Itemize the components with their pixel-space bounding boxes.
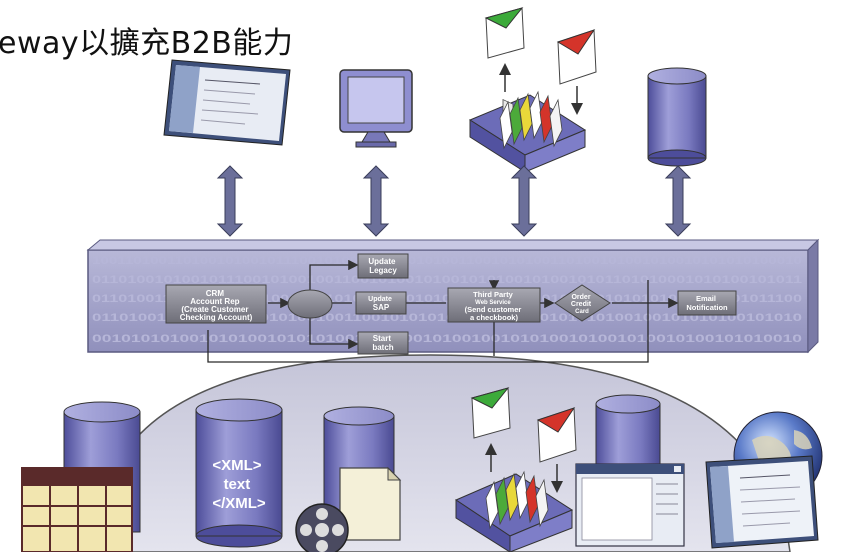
binary-pattern-line: 0010101010010101001010101001010100101001… xyxy=(92,333,802,345)
double-arrow xyxy=(510,165,538,237)
application-window-icon xyxy=(575,463,685,547)
page-title: eway以擴充B2B能力 xyxy=(0,26,294,61)
film-reel-icon xyxy=(295,503,349,552)
spreadsheet-icon xyxy=(21,467,133,552)
message-queue-icon-bottom xyxy=(454,387,577,552)
double-arrow xyxy=(664,165,692,237)
binary-pattern-line: 0110100101001011100101001001100101001010… xyxy=(92,274,802,286)
web-browser-icon xyxy=(163,59,291,146)
double-arrow xyxy=(362,165,390,237)
svg-text:Order Credit Card: Order Credit Card xyxy=(571,294,593,315)
message-queue-icon-top xyxy=(468,7,597,173)
svg-text:Start batch: Start batch xyxy=(372,334,393,352)
svg-text:Third Party Web Service: Third Party Web Service (Send customer a… xyxy=(465,290,524,322)
node-start-batch: Start batch xyxy=(357,331,409,355)
node-decision-split xyxy=(287,289,333,319)
binary-pattern-line: 0110100101010010100101001001100101010101… xyxy=(92,312,802,324)
node-third-party-service: Third Party Web Service (Send customer a… xyxy=(447,287,541,323)
node-crm: CRM Account Rep (Create Customer Checkin… xyxy=(165,284,267,324)
connector-arrows xyxy=(216,165,692,237)
monitor-icon xyxy=(339,69,413,148)
svg-text:<XML> text </XML>: <XML> text </XML> xyxy=(212,457,266,512)
node-email-notification: Email Notification xyxy=(677,290,737,316)
svg-text:CRM Account Rep (C: CRM Account Rep (Create Customer Checkin… xyxy=(180,289,253,322)
database-icon-top xyxy=(647,67,707,167)
node-update-sap: Update SAP xyxy=(355,291,407,315)
document-icon xyxy=(339,466,402,541)
binary-pattern-line: 1001101001101001010010111001010010011001… xyxy=(92,255,802,267)
svg-text:Email Notification: Email Notification xyxy=(686,294,728,312)
process-flow-lines xyxy=(207,259,679,363)
web-page-icon xyxy=(705,455,819,549)
svg-text:Update SAP: Update SAP xyxy=(368,296,394,312)
double-arrow xyxy=(216,165,244,237)
node-update-legacy: Update Legacy xyxy=(357,253,409,279)
binary-pattern-line: 0110100110100101010100101010100110101010… xyxy=(92,293,802,305)
svg-text:Update Legacy: Update Legacy xyxy=(368,257,397,275)
database-icon-xml: <XML> text </XML> xyxy=(195,398,283,548)
node-order-credit-card: Order Credit Card xyxy=(554,284,611,322)
